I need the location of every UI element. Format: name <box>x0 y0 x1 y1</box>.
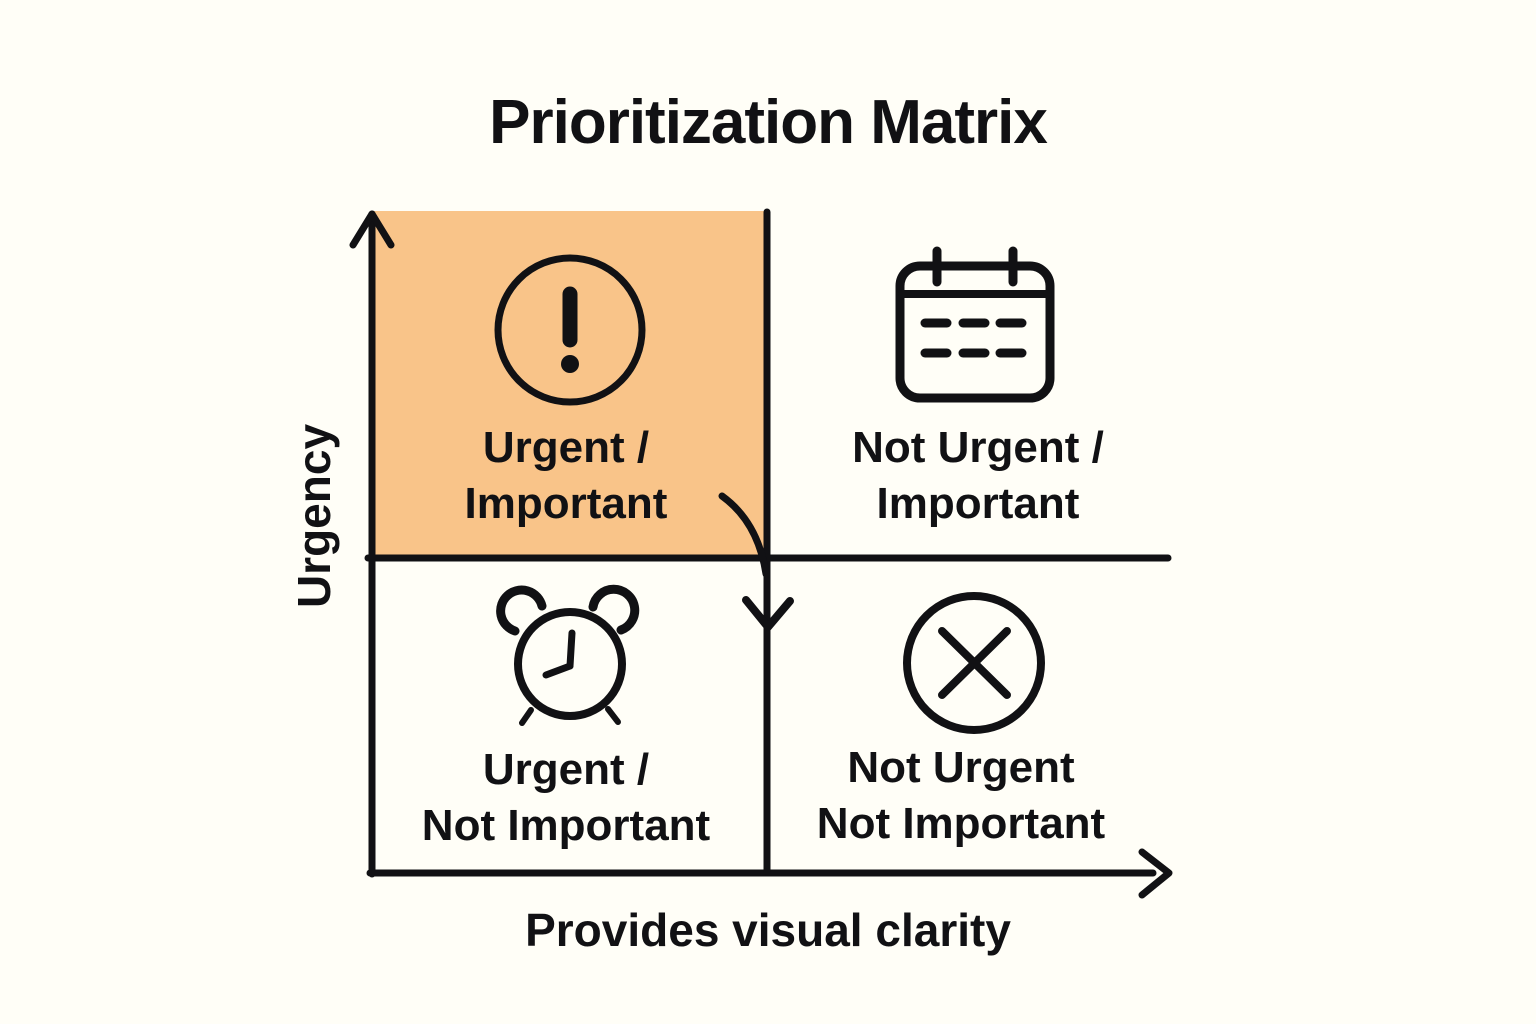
quadrant-label-not-urgent-important: Not Urgent / Important <box>768 420 1188 532</box>
page-title: Prioritization Matrix <box>489 88 1048 157</box>
quadrant-label-line: Not Urgent <box>847 743 1075 792</box>
quadrant-label-not-urgent-not-important: Not Urgent Not Important <box>751 740 1171 852</box>
quadrant-label-urgent-important: Urgent / Important <box>356 420 776 532</box>
y-axis-label: Urgency <box>288 423 340 609</box>
x-axis-arrowhead-icon <box>1138 848 1173 899</box>
quadrant-label-line: Not Important <box>421 801 711 850</box>
quadrant-label-line: Not Urgent / <box>852 423 1104 472</box>
quadrant-label-line: Not Important <box>816 799 1106 848</box>
down-arrowhead-icon <box>742 596 794 631</box>
x-axis-label: Provides visual clarity <box>525 904 1011 956</box>
y-axis-arrowhead-icon <box>349 210 395 249</box>
quadrant-highlight <box>374 211 767 558</box>
alarm-clock-icon <box>496 584 640 726</box>
quadrant-label-line: Important <box>876 479 1080 528</box>
flow-arrow <box>718 492 794 631</box>
exclamation-circle-icon <box>494 254 646 406</box>
calendar-icon <box>895 246 1055 403</box>
quadrant-label-line: Urgent / <box>482 423 650 472</box>
x-circle-icon <box>903 592 1045 734</box>
flow-arrow-curve <box>718 492 770 578</box>
quadrant-label-line: Important <box>464 479 668 528</box>
quadrant-label-urgent-not-important: Urgent / Not Important <box>356 742 776 854</box>
quadrant-label-line: Urgent / <box>482 745 650 794</box>
